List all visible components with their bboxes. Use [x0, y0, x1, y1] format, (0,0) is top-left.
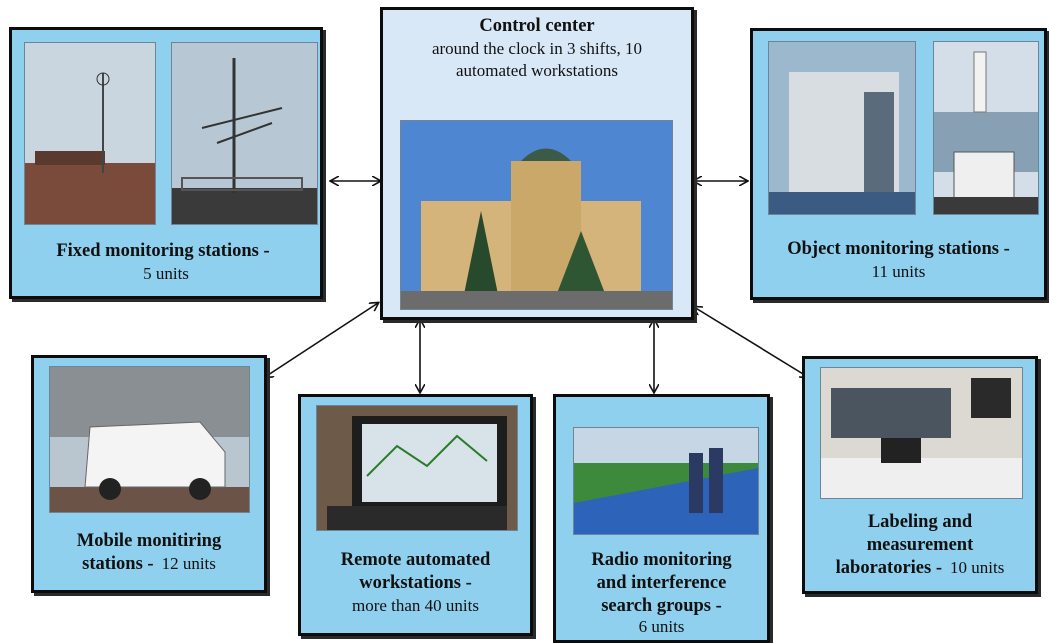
fixed-monitoring-box: Fixed monitoring stations - 5 units — [9, 27, 323, 299]
fixed-monitoring-count: 5 units — [143, 264, 189, 283]
radio-monitoring-title-3: search groups - — [601, 596, 722, 616]
object-monitoring-box: Object monitoring stations - 11 units — [750, 28, 1047, 300]
control-center-building-photo — [400, 120, 673, 310]
control-center-line2: automated workstations — [456, 61, 618, 80]
mobile-monitoring-title-1: Mobile monitiring — [76, 531, 222, 551]
labs-title-2: measurement — [866, 535, 974, 555]
object-monitoring-count: 11 units — [871, 262, 926, 281]
control-center-box: Control center around the clock in 3 shi… — [380, 7, 694, 320]
radio-monitoring-box: Radio monitoring and interference search… — [553, 394, 770, 643]
labs-title-1: Labeling and — [867, 512, 973, 532]
object-antenna-photo — [933, 41, 1039, 215]
remote-workstations-title-2: workstations - — [359, 573, 472, 593]
remote-workstations-box: Remote automated workstations - more tha… — [298, 394, 533, 636]
labs-line3: laboratories - 10 units — [805, 557, 1035, 579]
radio-monitoring-title-2: and interference — [596, 573, 727, 593]
arrow-center-mobile — [265, 303, 378, 377]
stadium-team-photo — [573, 427, 759, 535]
radio-monitoring-count: 6 units — [638, 617, 685, 636]
labs-title-3: laboratories - — [835, 558, 943, 578]
antenna-rooftop-photo — [171, 42, 318, 225]
object-building-photo — [768, 41, 916, 215]
labs-box: Labeling and measurement laboratories - … — [802, 356, 1038, 594]
control-center-title: Control center — [479, 16, 595, 36]
control-center-line1: around the clock in 3 shifts, 10 — [431, 39, 643, 58]
mobile-van-photo — [49, 366, 250, 513]
radio-monitoring-title-1: Radio monitoring — [591, 550, 732, 570]
antenna-mast-photo — [24, 42, 156, 225]
arrow-center-labs — [694, 307, 808, 377]
laptop-photo — [316, 405, 518, 531]
mobile-monitoring-title-2: stations - — [82, 554, 154, 574]
remote-workstations-count: more than 40 units — [351, 596, 479, 615]
laboratory-interior-photo — [820, 367, 1023, 499]
mobile-monitoring-box: Mobile monitiring stations - 12 units — [31, 355, 267, 593]
labs-count: 10 units — [950, 558, 1005, 577]
fixed-monitoring-title: Fixed monitoring stations - — [56, 241, 270, 261]
mobile-monitoring-line2: stations - 12 units — [34, 553, 264, 575]
remote-workstations-title-1: Remote automated — [340, 550, 491, 570]
object-monitoring-title: Object monitoring stations - — [787, 239, 1010, 259]
mobile-monitoring-count: 12 units — [161, 554, 216, 573]
